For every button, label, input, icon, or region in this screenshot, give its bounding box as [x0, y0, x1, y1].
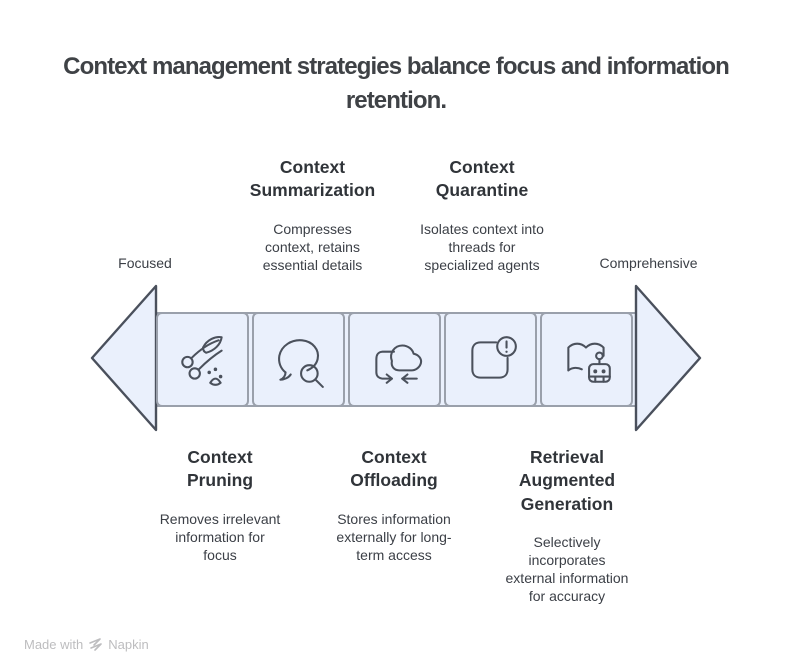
strategy-box-pruning: [156, 312, 249, 407]
attribution: Made with Napkin: [24, 637, 149, 652]
strategy-title-pruning: Context Pruning: [186, 447, 254, 491]
napkin-logo-icon: [89, 638, 103, 651]
strategy-title-quarantine: Context Quarantine: [435, 157, 529, 201]
label-block-offloading: Context Offloading Stores information ex…: [310, 446, 478, 564]
cloud-transfer-icon: [374, 343, 422, 384]
label-block-summarization: Context Summarization Compresses context…: [230, 156, 395, 274]
strategy-box-rag: [540, 312, 633, 407]
arrow-head-right-icon: [634, 284, 702, 432]
diagram-title: Context management strategies balance fo…: [63, 53, 730, 115]
strategy-title-offloading: Context Offloading: [350, 447, 438, 491]
axis-label-comprehensive: Comprehensive: [599, 255, 698, 271]
strategy-title-summarization: Context Summarization: [249, 157, 376, 201]
label-block-pruning: Context Pruning Removes irrelevant infor…: [138, 446, 302, 564]
quarantine-alert-box-icon: [470, 335, 517, 379]
strategy-description-pruning: Removes irrelevant information for focus: [159, 510, 281, 563]
strategy-description-summarization: Compresses context, retains essential de…: [262, 220, 363, 273]
label-block-rag: Retrieval Augmented Generation Selective…: [485, 446, 649, 606]
strategy-description-offloading: Stores information externally for long- …: [336, 510, 452, 563]
strategy-box-offloading: [348, 312, 441, 407]
arrow-head-left-icon: [90, 284, 158, 432]
strategy-description-rag: Selectively incorporates external inform…: [505, 533, 629, 605]
strategy-description-quarantine: Isolates context into threads for specia…: [420, 220, 544, 273]
label-block-quarantine: Context Quarantine Isolates context into…: [398, 156, 566, 274]
strategy-title-rag: Retrieval Augmented Generation: [518, 447, 616, 514]
book-robot-icon: [566, 342, 611, 383]
strategy-box-quarantine: [444, 312, 537, 407]
axis-label-focused: Focused: [118, 255, 172, 271]
speech-bubble-search-icon: [277, 338, 324, 388]
brand-text: Napkin: [108, 637, 149, 652]
strategy-box-summarization: [252, 312, 345, 407]
made-with-text: Made with: [24, 637, 84, 652]
pruning-shears-icon: [180, 335, 223, 386]
